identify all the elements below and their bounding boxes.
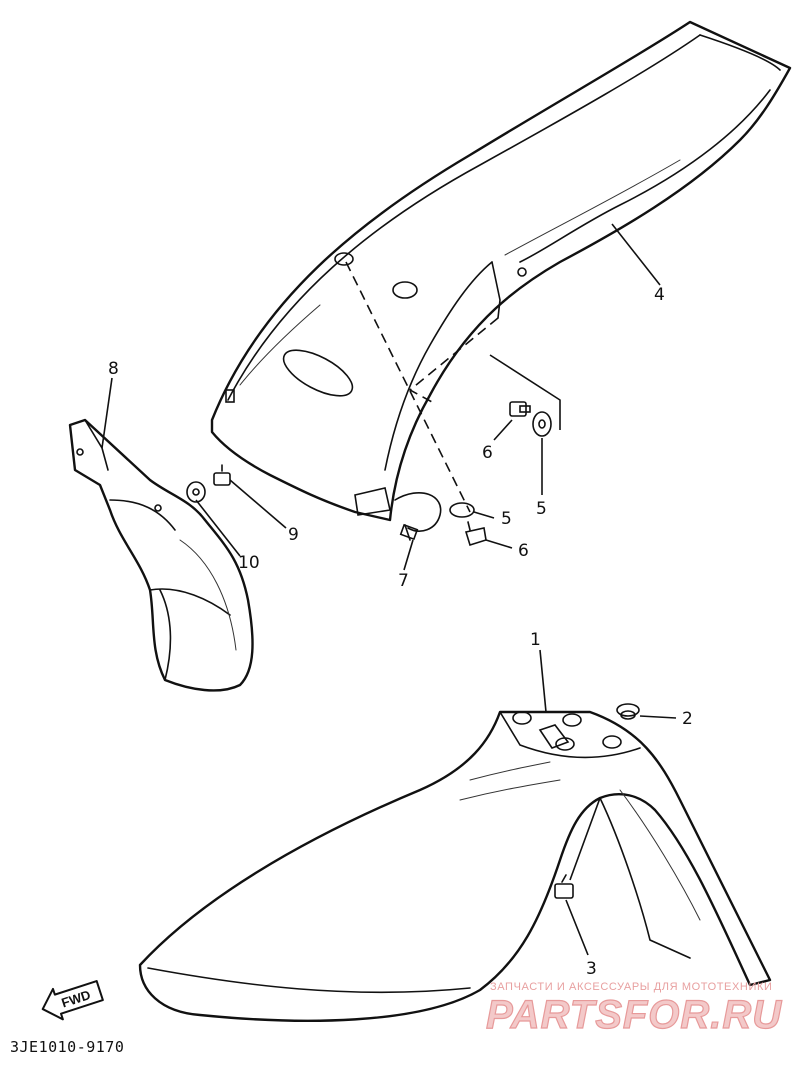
- callout-3: 3: [586, 959, 597, 979]
- diagram-code: 3JE1010-9170: [10, 1038, 124, 1056]
- callout-10: 10: [238, 553, 260, 573]
- rear-fender: [210, 20, 792, 522]
- washer-5-upper: [532, 411, 552, 437]
- callout-4: 4: [654, 285, 665, 305]
- bolt-3: [554, 874, 574, 899]
- bolt-6-upper: [509, 401, 531, 417]
- front-fender: [138, 710, 772, 1022]
- leader-lines: [101, 223, 677, 956]
- callout-6-upper: 6: [482, 443, 493, 463]
- assembly-line: [345, 261, 471, 513]
- assembly-line: [408, 317, 499, 403]
- bolt-6-lower: [464, 521, 487, 547]
- callout-2: 2: [682, 709, 693, 729]
- washer-10: [186, 481, 206, 503]
- callout-8: 8: [108, 359, 119, 379]
- wire-clip: [394, 491, 442, 532]
- callout-5-left: 5: [501, 509, 512, 529]
- callout-6-lower: 6: [518, 541, 529, 561]
- callout-9: 9: [288, 525, 299, 545]
- callout-1: 1: [530, 630, 541, 650]
- washer-5-lower: [449, 502, 475, 518]
- fwd-direction-badge: FWD: [41, 980, 104, 1021]
- bolt-9: [213, 464, 231, 486]
- callout-5-right: 5: [536, 499, 547, 519]
- watermark-brand: PARTSFOR.RU: [486, 993, 782, 1037]
- watermark-tagline: ЗАПЧАСТИ И АКСЕССУАРЫ ДЛЯ МОТОТЕХНИКИ: [490, 981, 772, 993]
- callout-7: 7: [398, 571, 409, 591]
- assembly-line: [489, 354, 561, 430]
- grommet-2: [616, 703, 640, 720]
- mud-flap: [68, 418, 254, 692]
